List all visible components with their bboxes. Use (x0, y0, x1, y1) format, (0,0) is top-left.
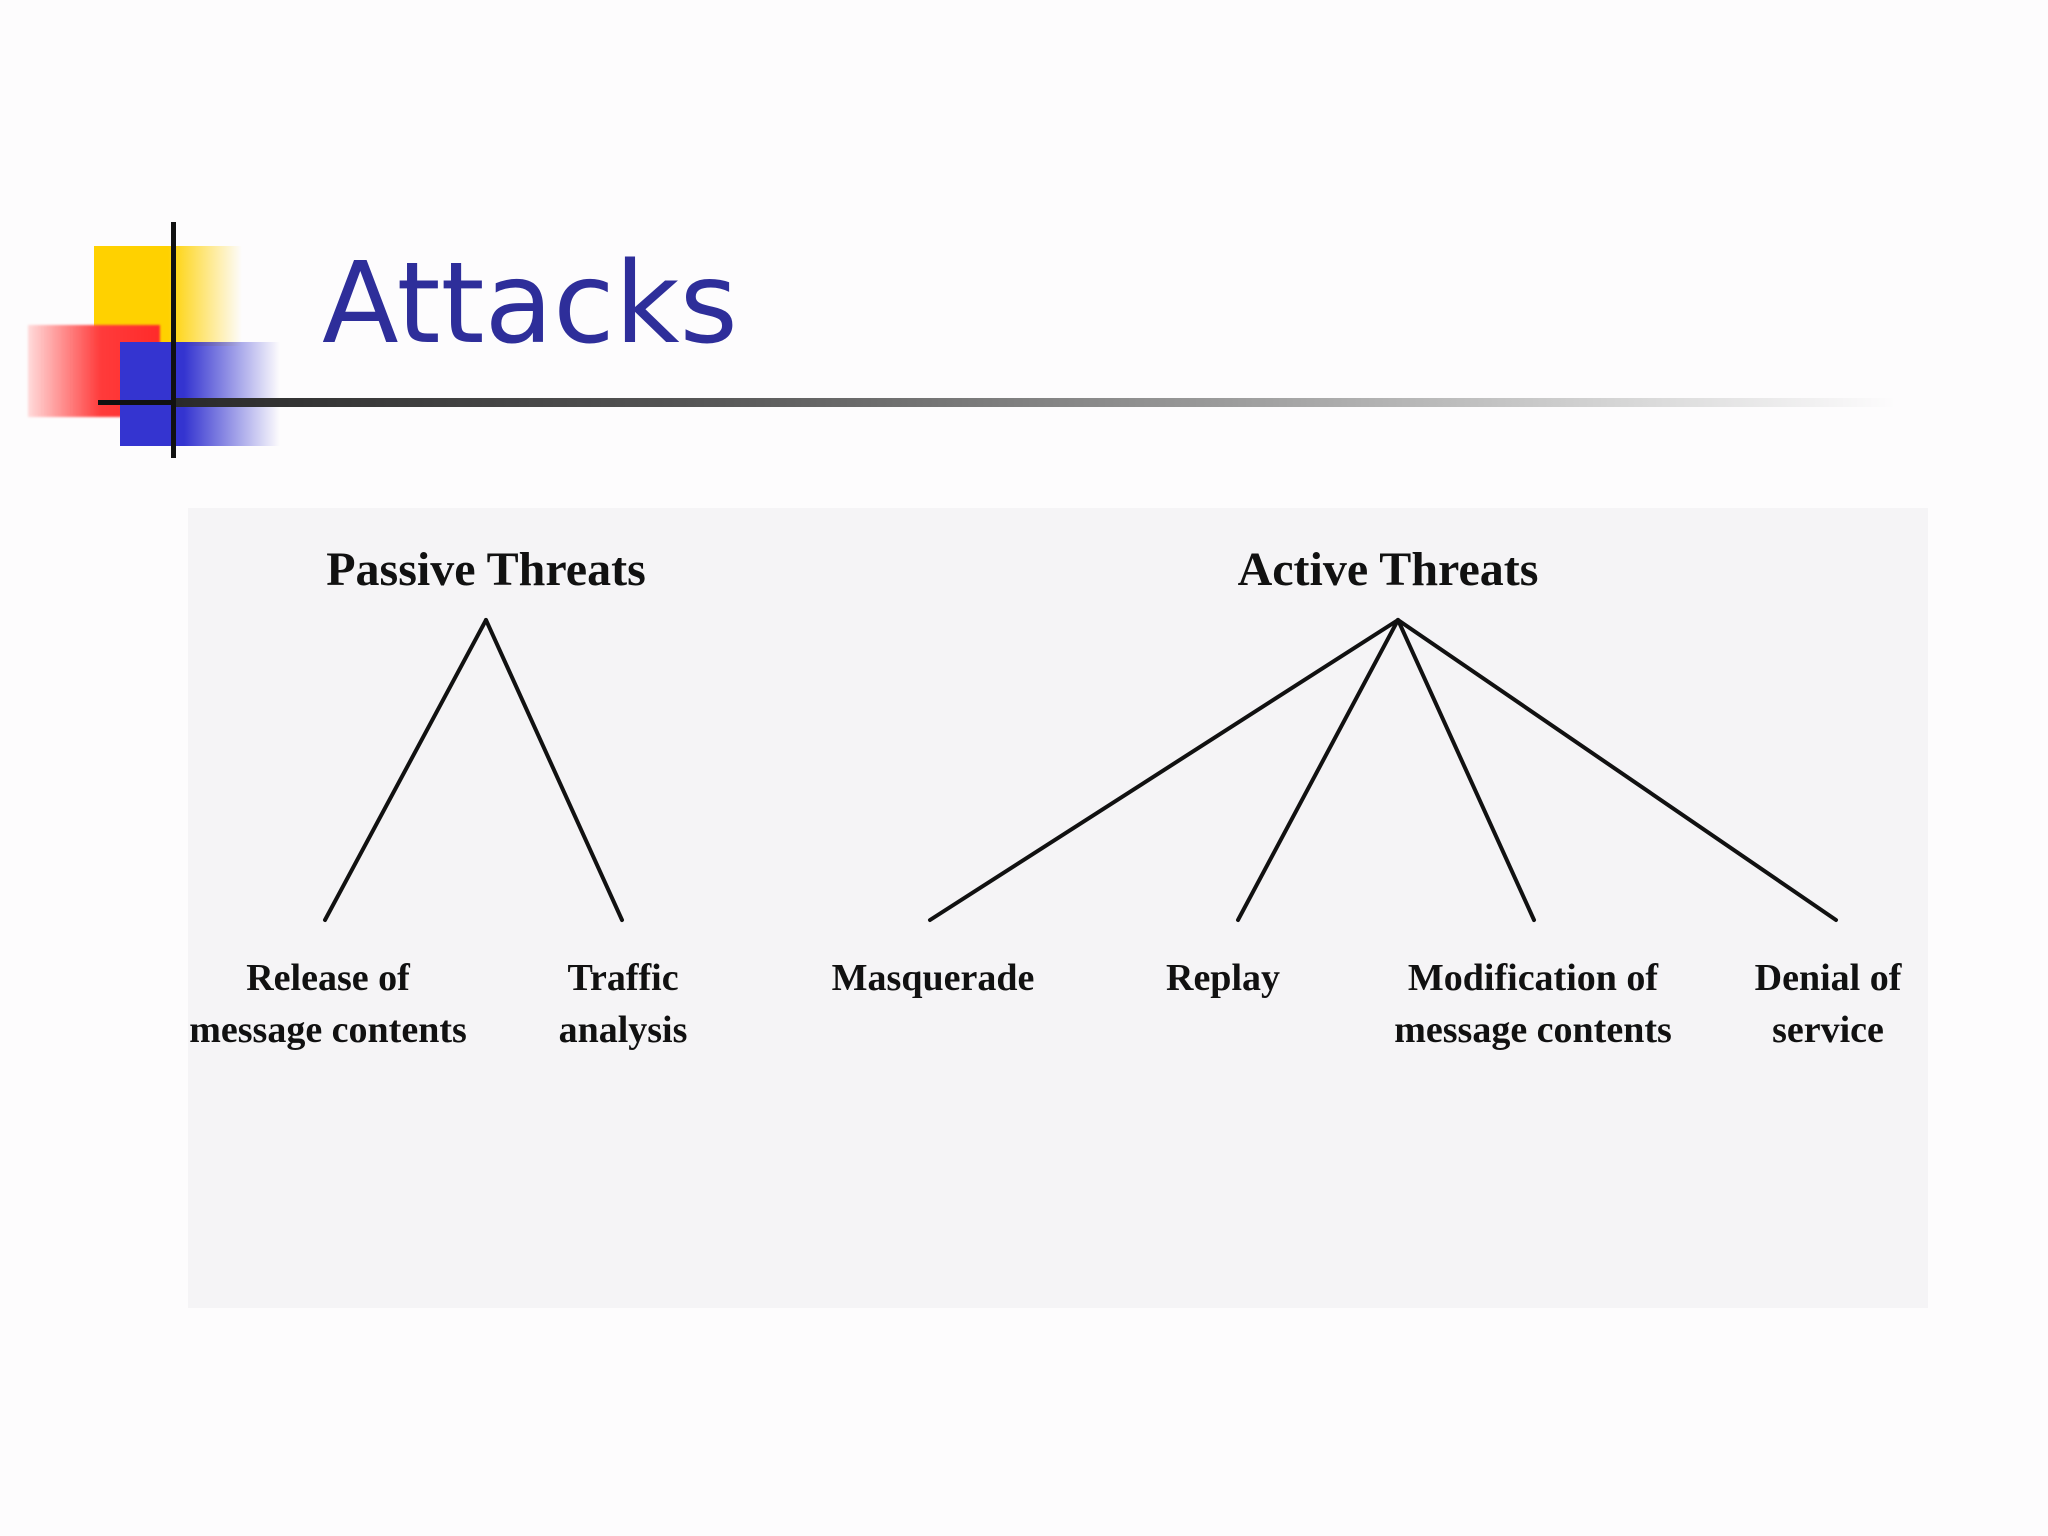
slide-logo-decoration (0, 0, 358, 470)
leaf-line: analysis (558, 1009, 688, 1051)
edge-active-denial (1396, 618, 1838, 922)
logo-blue-square (120, 342, 280, 446)
slide-title: Attacks (322, 239, 738, 369)
edge-active-modification (1396, 618, 1536, 922)
replay-node: Replay (1138, 952, 1308, 1004)
threat-tree-diagram: Passive Threats Active Threats Release o… (188, 508, 1928, 1308)
leaf-line: Denial of (1754, 957, 1902, 999)
release-of-message-contents-node: Release of message contents (188, 952, 468, 1056)
edge-passive-traffic (484, 618, 624, 922)
leaf-line: Release of (246, 957, 410, 999)
leaf-line: Masquerade (831, 957, 1035, 999)
edge-passive-release (323, 618, 488, 922)
leaf-line: Modification of (1407, 957, 1659, 999)
leaf-line: message contents (189, 1009, 467, 1051)
edge-active-masquerade (928, 618, 1400, 922)
modification-of-message-contents-node: Modification of message contents (1388, 952, 1678, 1056)
denial-of-service-node: Denial of service (1738, 952, 1918, 1056)
tree-connectors (323, 618, 1838, 922)
masquerade-node: Masquerade (808, 952, 1058, 1004)
leaf-line: message contents (1394, 1009, 1672, 1051)
title-underline (176, 398, 1896, 407)
passive-threats-node: Passive Threats (326, 543, 646, 596)
traffic-analysis-node: Traffic analysis (528, 952, 718, 1056)
active-threats-node: Active Threats (1237, 543, 1539, 596)
logo-vertical-line (171, 222, 176, 458)
leaf-line: Traffic (567, 957, 679, 999)
leaf-line: service (1772, 1009, 1884, 1051)
edge-active-replay (1236, 618, 1400, 922)
leaf-line: Replay (1166, 957, 1280, 999)
